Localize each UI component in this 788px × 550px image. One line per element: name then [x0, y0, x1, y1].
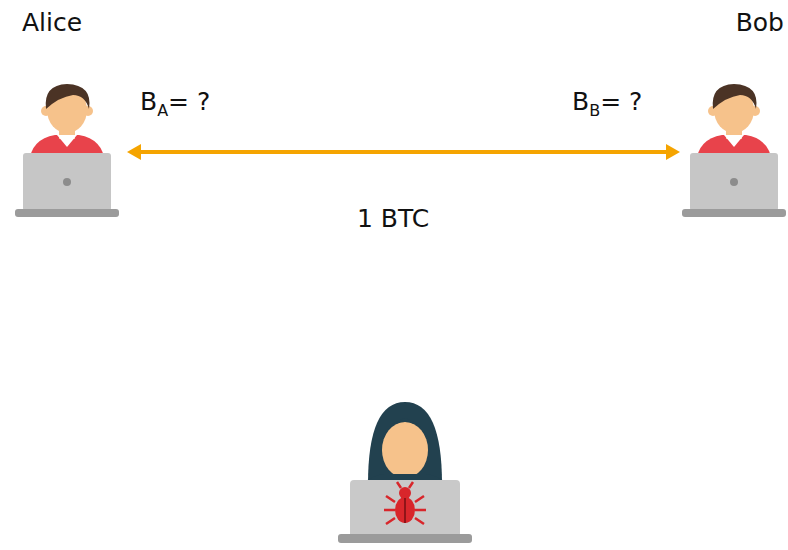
subscript: B: [589, 101, 600, 120]
person-icon: [15, 81, 119, 225]
label-text: B: [572, 87, 589, 116]
balance-label: BA= ?: [140, 86, 210, 127]
person-node: Alice: [10, 4, 125, 217]
balance-label: BB= ?: [572, 86, 642, 127]
label-text: = ?: [168, 87, 210, 116]
person-node: Bob: [682, 4, 786, 217]
payment-channel: [127, 144, 680, 160]
label-text: = ?: [600, 87, 642, 116]
label-text: B: [140, 87, 157, 116]
person-name: Bob: [736, 8, 784, 38]
subscript: A: [157, 101, 168, 120]
person-name: Alice: [22, 8, 82, 38]
hacker-icon: [328, 392, 482, 546]
edge-label: 1 BTC: [353, 204, 433, 234]
person-icon: [682, 81, 786, 225]
